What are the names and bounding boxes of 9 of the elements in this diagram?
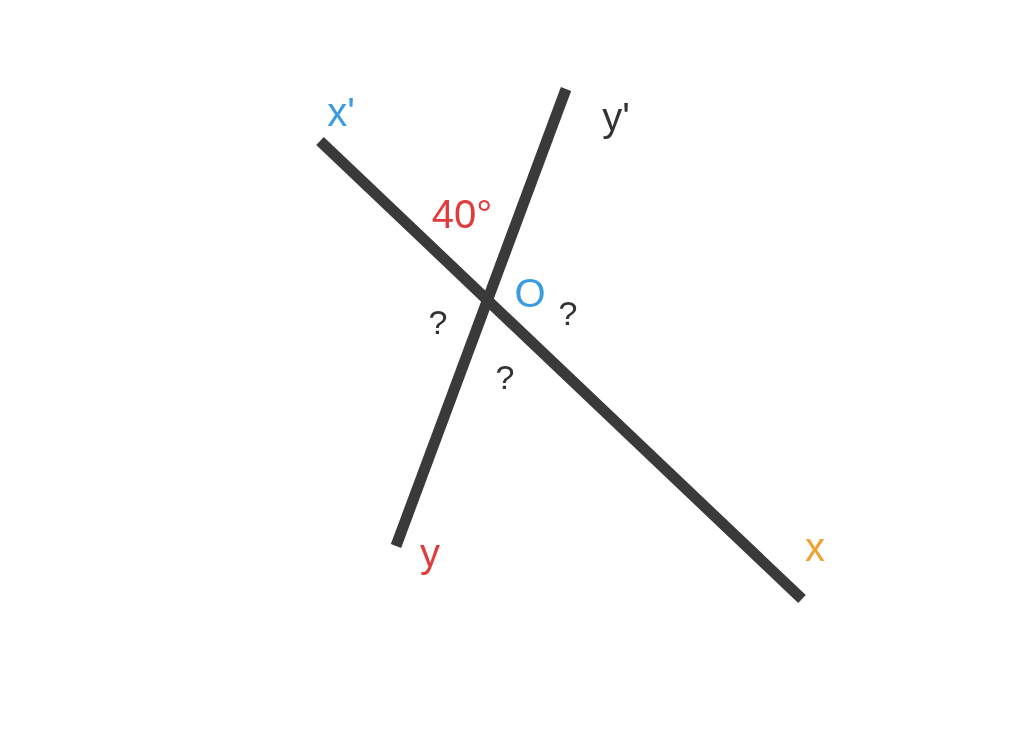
angle-label: ? — [558, 296, 578, 330]
point-label: y — [420, 533, 440, 573]
point-label: y' — [602, 97, 630, 137]
angle-label: 40° — [431, 194, 493, 234]
angle-label: ? — [495, 360, 515, 394]
point-label: O — [514, 273, 546, 313]
angle-label: ? — [428, 305, 448, 339]
point-label: x' — [327, 92, 355, 132]
point-label: x — [805, 527, 825, 567]
